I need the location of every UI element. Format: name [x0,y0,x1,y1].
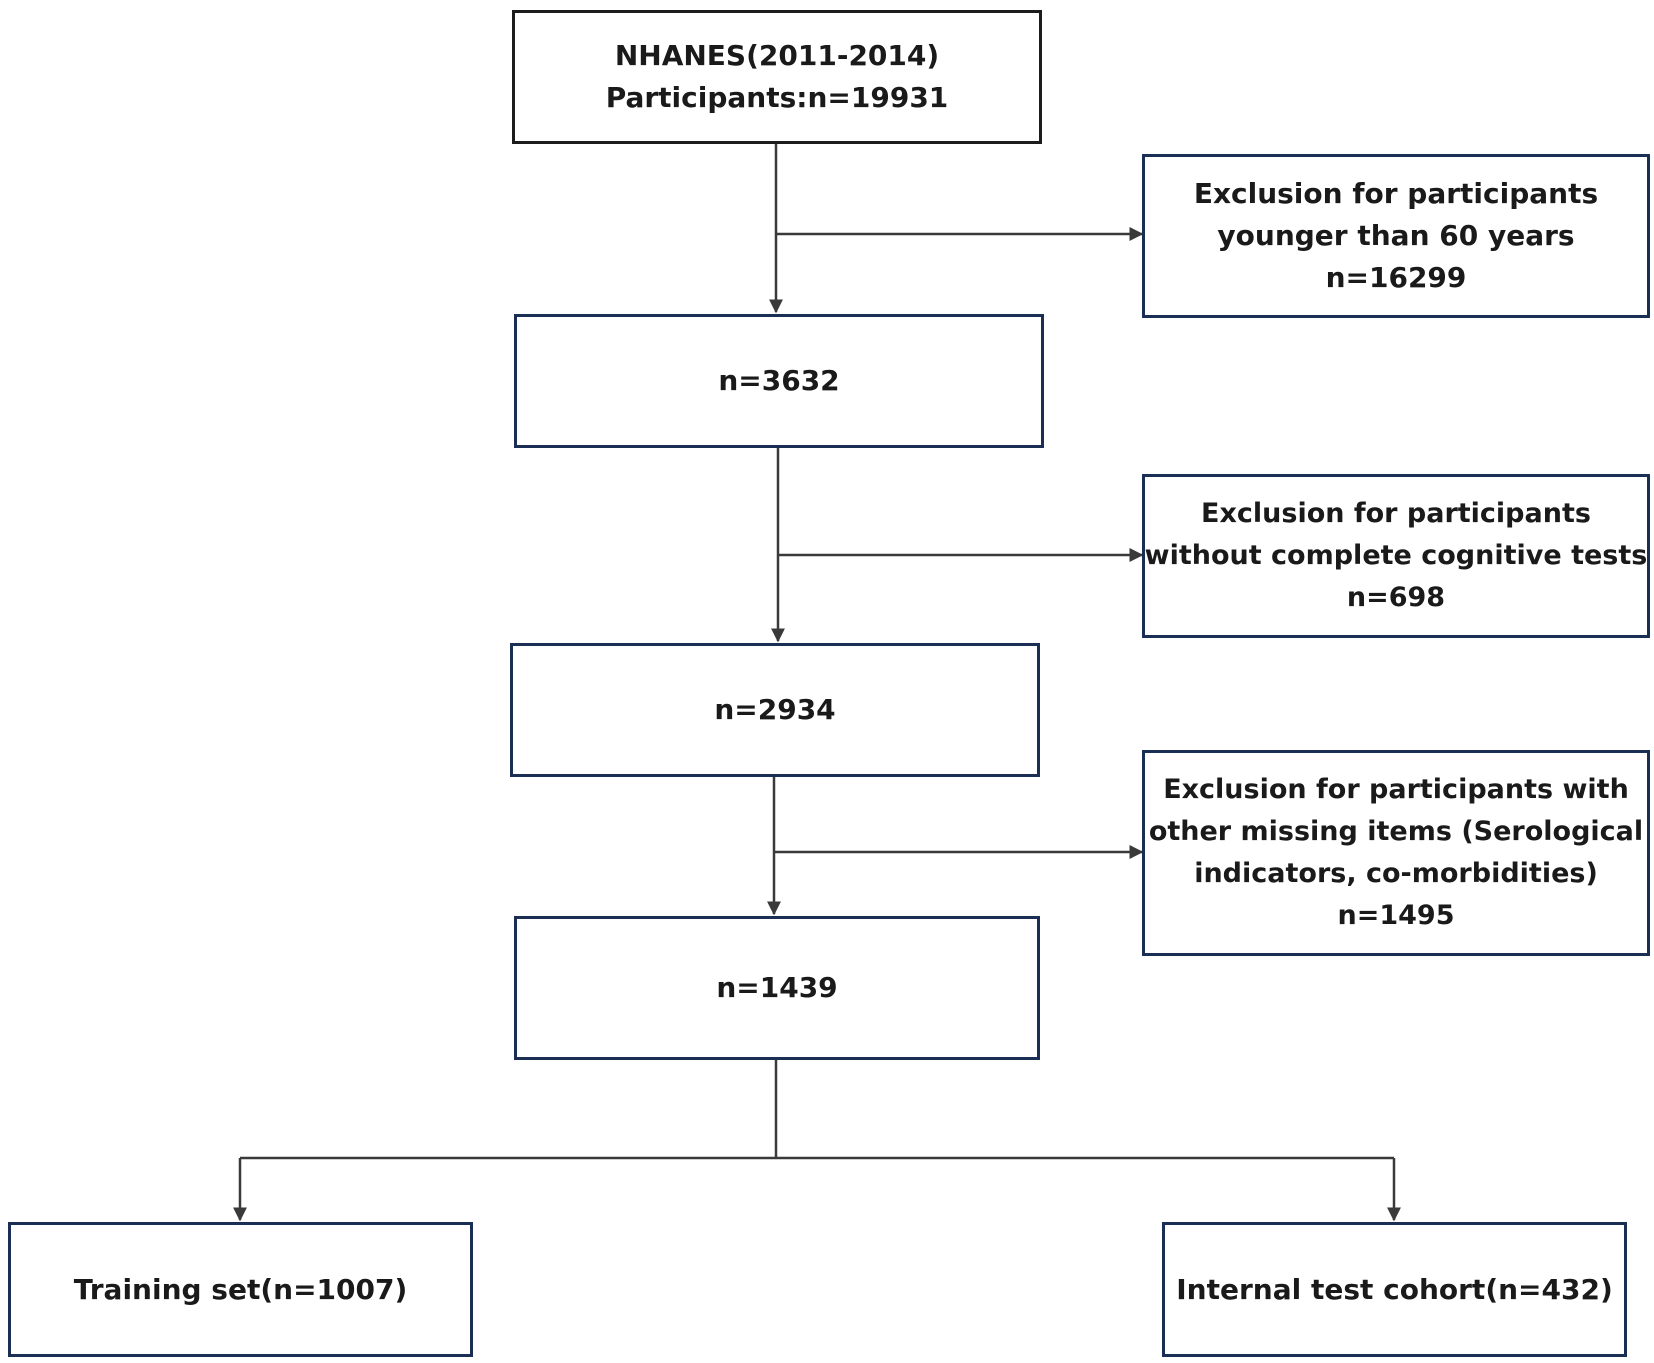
source-box: NHANES(2011-2014) Participants:n=19931 [512,10,1042,144]
step3-box: n=1439 [514,916,1040,1060]
step1-box: n=3632 [514,314,1044,448]
step2-count: n=2934 [714,693,836,726]
exclusion1-count: n=16299 [1325,261,1467,294]
exclusion3-line2: other missing items (Serological [1148,816,1644,847]
exclusion1-box: Exclusion for participants younger than … [1142,154,1650,318]
source-participants: Participants:n=19931 [605,81,949,114]
exclusion3-box: Exclusion for participants with other mi… [1142,750,1650,956]
internal-test-box: Internal test cohort(n=432) [1162,1222,1627,1357]
internal-test-label: Internal test cohort(n=432) [1176,1272,1613,1306]
exclusion2-line2: without complete cognitive tests [1144,540,1648,571]
exclusion2-count: n=698 [1346,582,1446,613]
exclusion2-box: Exclusion for participants without compl… [1142,474,1650,638]
exclusion3-line3: indicators, co-morbidities) [1194,858,1598,889]
exclusion2-line1: Exclusion for participants [1201,498,1591,529]
exclusion3-line1: Exclusion for participants with [1163,774,1629,805]
step3-count: n=1439 [716,971,838,1004]
source-title: NHANES(2011-2014) [614,39,940,72]
training-set-box: Training set(n=1007) [8,1222,473,1357]
exclusion1-line1: Exclusion for participants [1193,177,1599,210]
step2-box: n=2934 [510,643,1040,777]
exclusion3-count: n=1495 [1337,900,1455,931]
exclusion1-line2: younger than 60 years [1217,219,1575,252]
step1-count: n=3632 [718,364,840,397]
training-set-label: Training set(n=1007) [73,1272,408,1306]
